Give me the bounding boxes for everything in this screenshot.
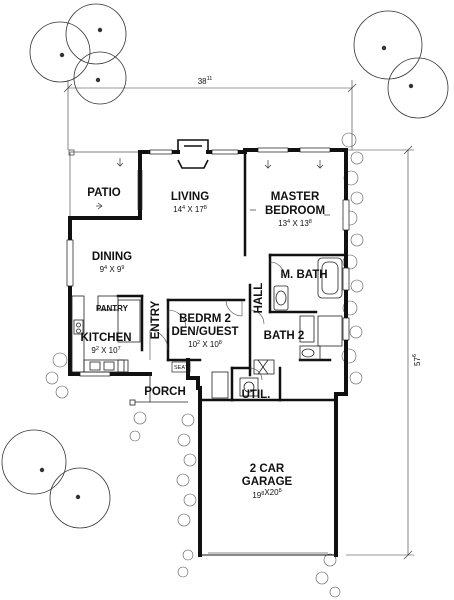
depth-label: 576: [412, 354, 422, 366]
master-bedroom-label-line2: BEDROOM: [265, 205, 325, 217]
shrubs: [45, 132, 364, 598]
master-bath-label: M. BATH: [280, 269, 327, 281]
seat-label: SEAT: [174, 365, 189, 371]
kitchen-label: KITCHEN: [80, 332, 131, 344]
bedroom2-label-line1: BEDRM 2: [179, 313, 231, 325]
bath-fixtures: [211, 257, 343, 399]
dining-dimensions: 94 X 99: [100, 265, 125, 274]
living-label: LIVING: [171, 191, 209, 203]
garage-label-line2: GARAGE: [242, 476, 293, 488]
patio-doors: [96, 158, 330, 216]
pantry-label: PANTRY: [96, 304, 129, 313]
bedroom2-label-line2: DEN/GUEST: [171, 326, 238, 338]
porch-label: PORCH: [144, 386, 186, 398]
master-bedroom-label-line1: MASTER: [271, 191, 320, 203]
bedroom2-dimensions: 102 X 108: [188, 340, 222, 349]
entry-label: ENTRY: [150, 300, 162, 339]
kitchen-counters: [71, 295, 141, 373]
windows: [66, 147, 350, 377]
doors: [149, 261, 285, 381]
hall-label: HALL: [253, 283, 265, 314]
kitchen-dimensions: 92 X 107: [91, 346, 120, 355]
living-dimensions: 144 X 178: [173, 205, 207, 214]
seat-bench: [171, 361, 191, 373]
garage-door: [200, 552, 336, 556]
depth-dimension: [346, 145, 414, 560]
garage-label-line1: 2 CAR: [250, 463, 285, 475]
tree-top-left: [29, 3, 127, 105]
tree-bottom-left: [1, 429, 111, 529]
porch: [129, 374, 188, 406]
tree-top-right: [353, 10, 449, 119]
patio-area: [68, 149, 140, 219]
patio-label: PATIO: [87, 187, 120, 199]
bath2-label: BATH 2: [264, 330, 305, 342]
garage-dimensions: 198X208: [252, 488, 281, 500]
master-bedroom-dimensions: 134 X 138: [278, 219, 312, 228]
util-label: UTIL.: [242, 389, 271, 401]
width-label: 3811: [198, 76, 213, 86]
fireplace: [177, 139, 209, 169]
dining-label: DINING: [92, 251, 132, 263]
width-dimension: [63, 80, 357, 150]
